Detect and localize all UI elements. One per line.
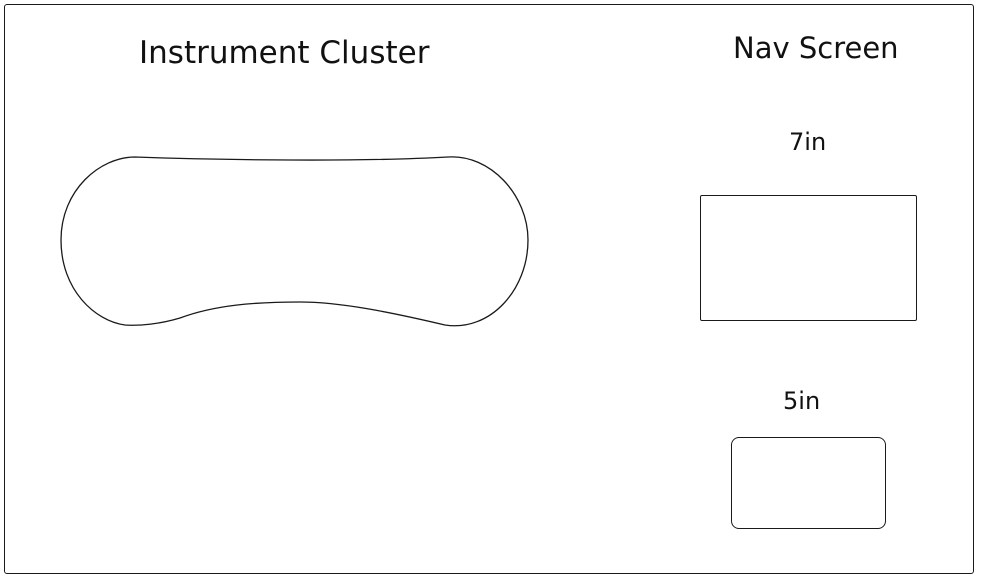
nav-screen-5in-label: 5in [783, 387, 821, 415]
nav-screen-7in-label: 7in [789, 128, 827, 156]
instrument-cluster-title: Instrument Cluster [139, 35, 430, 71]
nav-screen-7in-rectangle [700, 195, 917, 321]
instrument-cluster-shape [60, 156, 529, 327]
dashboard-panel [4, 4, 974, 574]
nav-screen-5in-rectangle [731, 437, 886, 529]
nav-screen-title: Nav Screen [733, 31, 899, 65]
